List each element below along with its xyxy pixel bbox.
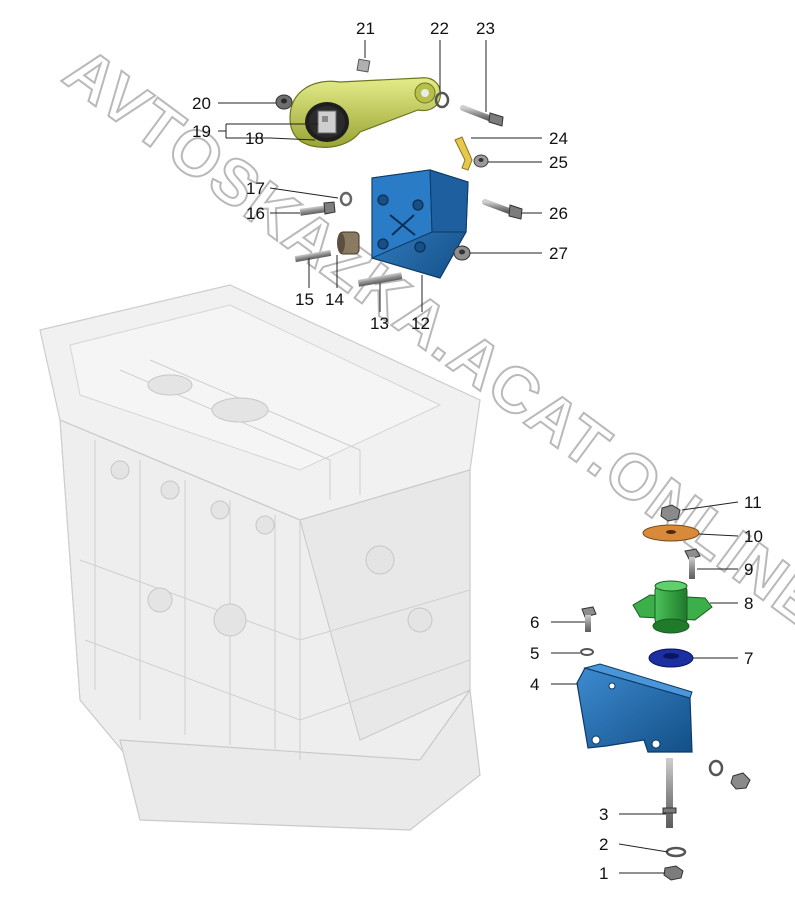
engine-bolt-bosses — [110, 374, 433, 637]
part-7-washer — [648, 648, 694, 668]
part-11-nut — [660, 504, 681, 522]
callout-1: 1 — [599, 864, 608, 883]
part-27-flange-nut — [453, 245, 471, 261]
callout-14: 14 — [325, 290, 344, 309]
callout-5: 5 — [530, 644, 539, 663]
callout-21: 21 — [356, 19, 375, 38]
callout-19: 19 — [192, 122, 211, 141]
part-1-nut — [663, 865, 684, 881]
callout-labels: 21 22 23 20 19 18 24 25 17 16 26 27 15 1… — [192, 19, 763, 883]
callout-16: 16 — [246, 204, 265, 223]
part-6-bolt — [581, 606, 597, 632]
part-4-lower-bracket — [576, 663, 693, 753]
callout-12: 12 — [411, 314, 430, 333]
part-16-bolt — [299, 201, 336, 216]
callout-23: 23 — [476, 19, 495, 38]
callout-4: 4 — [530, 675, 539, 694]
callout-8: 8 — [744, 594, 753, 613]
part-13-stud — [357, 272, 403, 287]
part-20-nut — [275, 94, 293, 110]
callout-3: 3 — [599, 805, 608, 824]
part-14-sleeve — [337, 231, 360, 255]
engine-block-ghost — [39, 284, 481, 831]
callout-18: 18 — [245, 129, 264, 148]
callout-24: 24 — [549, 129, 568, 148]
callout-7: 7 — [744, 649, 753, 668]
part-26-bolt — [482, 199, 523, 220]
part-25-nut — [473, 154, 489, 168]
callout-22: 22 — [430, 19, 449, 38]
callout-10: 10 — [744, 527, 763, 546]
part-loose-washer-nut — [708, 759, 751, 790]
callout-2: 2 — [599, 835, 608, 854]
part-5-washer — [580, 648, 594, 656]
leader-lines — [218, 40, 739, 874]
part-24-lock-tab — [454, 136, 473, 171]
part-23-bolt — [460, 105, 504, 127]
part-12-upper-bracket — [371, 169, 469, 279]
callout-27: 27 — [549, 244, 568, 263]
callout-9: 9 — [744, 560, 753, 579]
callout-20: 20 — [192, 94, 211, 113]
callout-25: 25 — [549, 153, 568, 172]
part-8-cushion — [632, 580, 713, 634]
callout-15: 15 — [295, 290, 314, 309]
part-9-bolt — [684, 548, 701, 579]
part-17-washer — [339, 191, 353, 207]
part-3-stud — [662, 758, 677, 828]
callout-13: 13 — [370, 314, 389, 333]
part-18-torque-rod — [289, 77, 441, 148]
callout-6: 6 — [530, 613, 539, 632]
part-2-washer — [665, 846, 687, 858]
callout-26: 26 — [549, 204, 568, 223]
part-22-washer — [434, 91, 450, 109]
part-10-washer — [642, 524, 700, 542]
callout-17: 17 — [246, 179, 265, 198]
engine-cam-cover — [69, 304, 442, 471]
part-21-square-nut — [356, 58, 371, 73]
callout-11: 11 — [744, 493, 762, 512]
part-15-stud — [294, 249, 332, 263]
